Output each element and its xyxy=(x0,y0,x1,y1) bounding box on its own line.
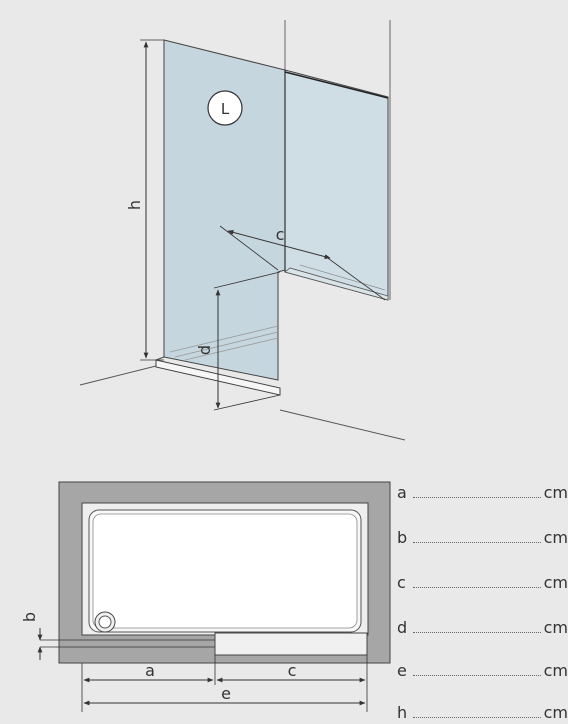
perspective-view: h c d L xyxy=(79,20,406,441)
dim-label-c: c xyxy=(276,225,285,244)
measurement-blank[interactable] xyxy=(413,497,541,498)
door-glass-panel xyxy=(284,69,389,301)
measurement-blank[interactable] xyxy=(413,632,541,633)
hinge-side-badge: L xyxy=(207,90,243,126)
measurement-blank[interactable] xyxy=(413,542,541,543)
measurement-unit: cm xyxy=(543,573,568,592)
measurement-row-d[interactable]: d cm xyxy=(397,617,568,637)
measurement-letter: h xyxy=(397,703,408,722)
dim-label-b: b xyxy=(20,612,39,622)
measurement-unit: cm xyxy=(543,661,568,680)
measurement-letter: b xyxy=(397,528,408,547)
dim-label-h: h xyxy=(125,200,144,210)
measurement-letter: c xyxy=(397,573,406,592)
plan-view: b a c e xyxy=(20,481,391,712)
drain-icon xyxy=(94,611,116,633)
svg-text:L: L xyxy=(221,100,230,118)
measurement-letter: a xyxy=(397,483,407,502)
measurement-row-e[interactable]: e cm xyxy=(397,660,568,680)
dim-label-c-plan: c xyxy=(288,661,297,680)
measurement-row-a[interactable]: a cm xyxy=(397,482,568,502)
dim-label-e: e xyxy=(221,684,231,703)
measurement-unit: cm xyxy=(543,618,568,637)
measurement-unit: cm xyxy=(543,703,568,722)
measurement-unit: cm xyxy=(543,528,568,547)
measurement-letter: e xyxy=(397,661,407,680)
measurement-blank[interactable] xyxy=(413,717,541,718)
plan-door xyxy=(214,632,368,656)
measurement-blank[interactable] xyxy=(413,587,541,588)
measurement-row-b[interactable]: b cm xyxy=(397,527,568,547)
measurement-unit: cm xyxy=(543,483,568,502)
measurement-letter: d xyxy=(397,618,408,637)
measurement-row-c[interactable]: c cm xyxy=(397,572,568,592)
measurement-blank[interactable] xyxy=(413,675,541,676)
measurement-row-h[interactable]: h cm xyxy=(397,702,568,722)
dim-label-a: a xyxy=(145,661,155,680)
dim-label-d: d xyxy=(195,345,214,355)
